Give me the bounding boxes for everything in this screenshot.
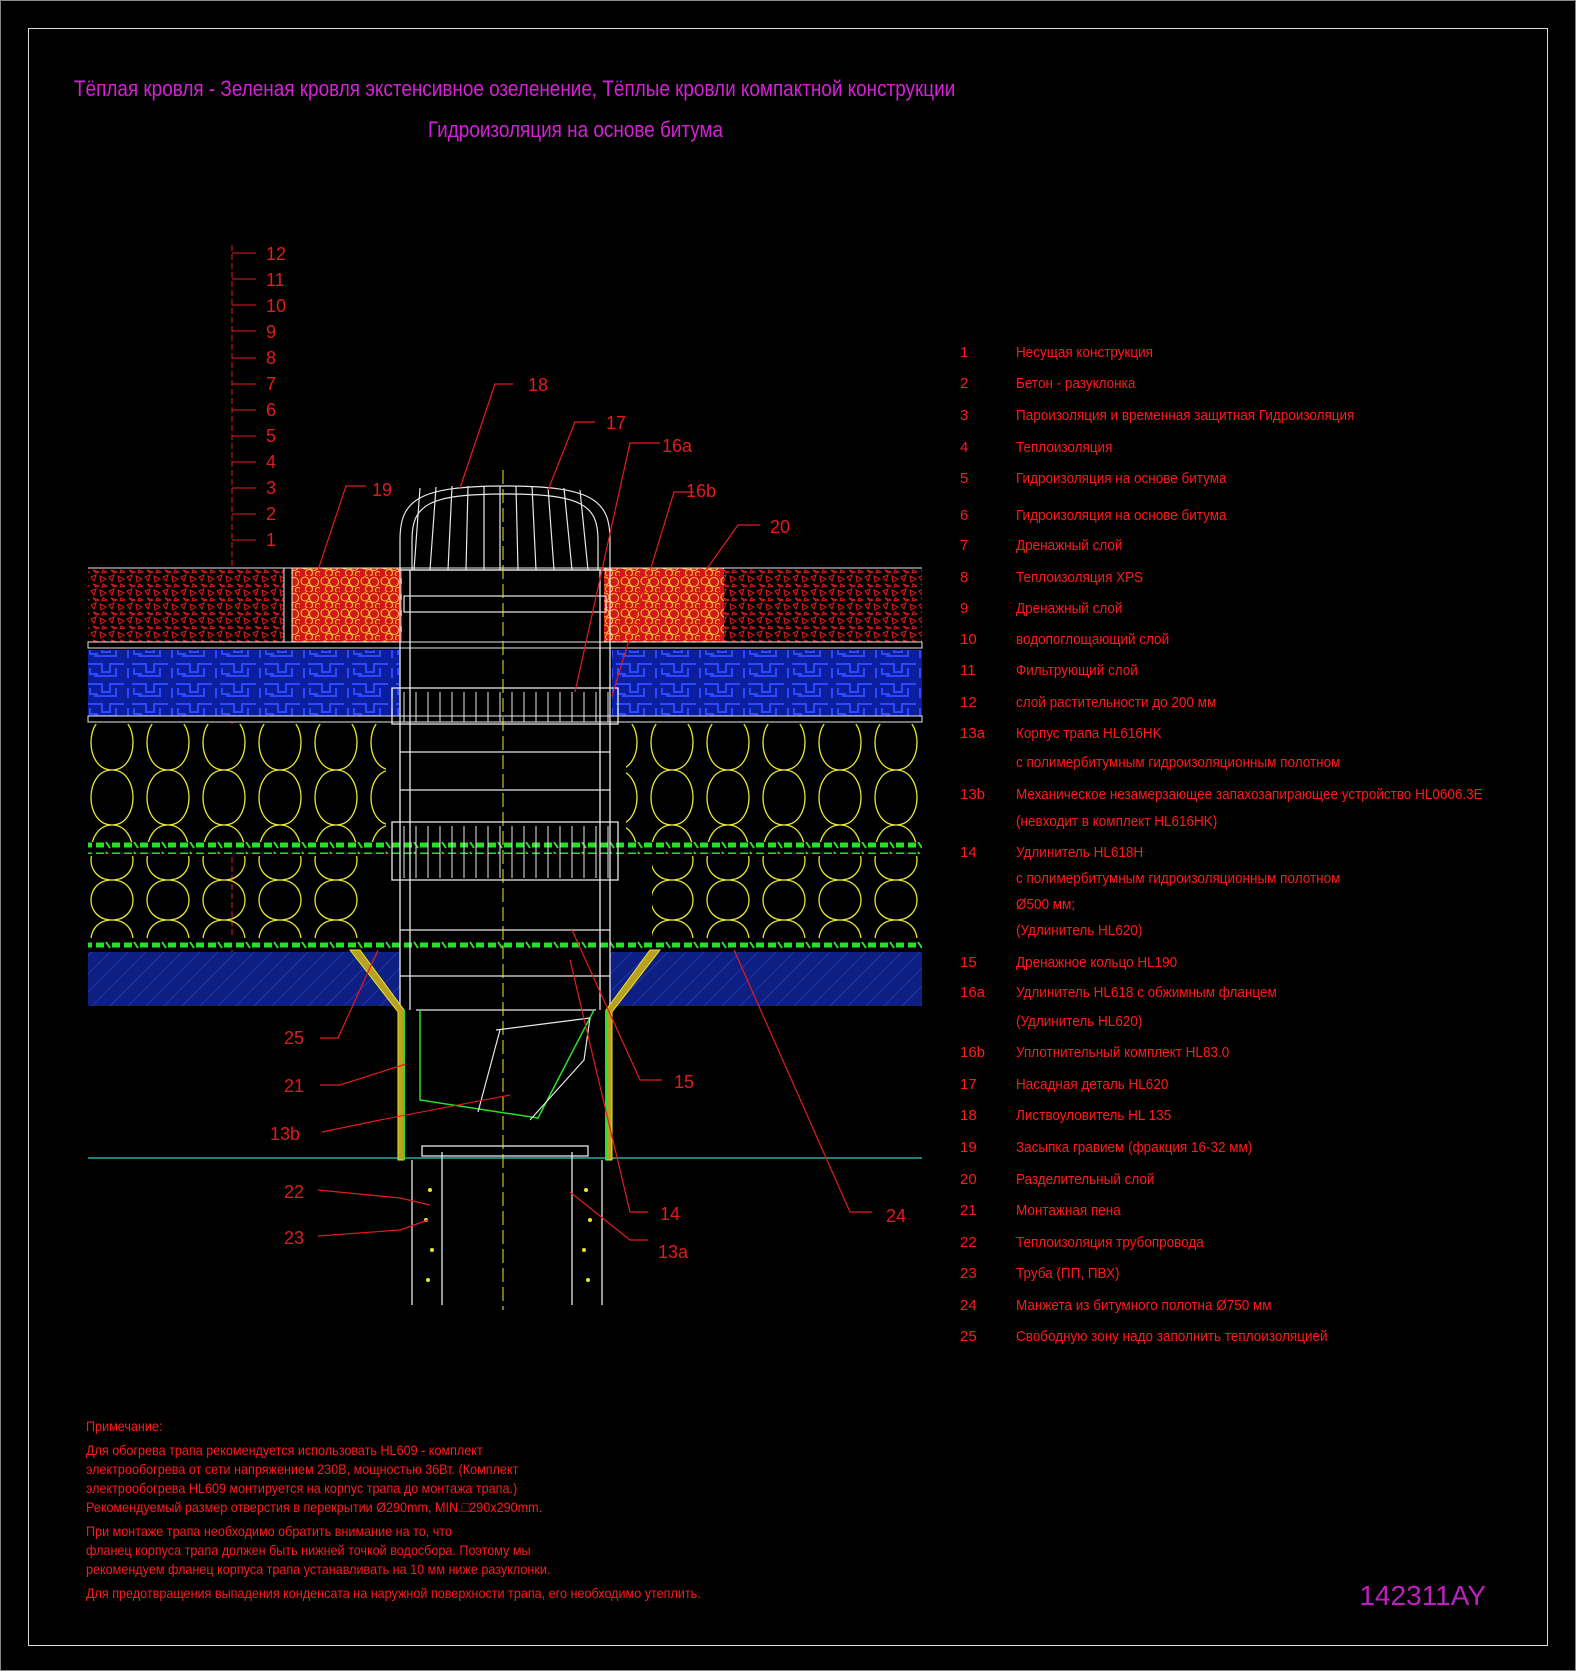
xps-insulation-right — [612, 650, 922, 716]
drawing-title-line2: Гидроизоляция на основе битума — [428, 117, 724, 142]
callout-17: 17 — [606, 413, 626, 433]
layer-scale-10: 10 — [266, 296, 286, 316]
note-line: рекомендуем фланец корпуса трапа устанав… — [86, 1561, 551, 1577]
bitumen-membrane-lower — [88, 938, 922, 950]
callout-13b: 13b — [270, 1124, 300, 1144]
layer-scale-12: 12 — [266, 244, 286, 264]
note-line: электрообогрева от сети напряжением 230В… — [86, 1461, 519, 1477]
note-line: При монтаже трапа необходимо обратить вн… — [86, 1523, 452, 1539]
note-line: Рекомендуемый размер отверстия в перекры… — [86, 1499, 543, 1515]
callout-19: 19 — [372, 480, 392, 500]
callout-24: 24 — [886, 1206, 906, 1226]
thermal-insulation-lower-right — [652, 856, 922, 938]
inner-frame — [28, 28, 1548, 1646]
layer-scale-9: 9 — [266, 322, 276, 342]
callout-14: 14 — [660, 1204, 680, 1224]
callout-23: 23 — [284, 1228, 304, 1248]
note-line: Для обогрева трапа рекомендуется использ… — [86, 1442, 483, 1458]
layer-scale-7: 7 — [266, 374, 276, 394]
bitumen-membrane-upper — [88, 842, 922, 854]
odour-trap — [419, 1009, 595, 1119]
callout-16a: 16a — [662, 436, 693, 456]
load-bearing-concrete-right — [610, 952, 922, 1006]
callout-21: 21 — [284, 1076, 304, 1096]
notes-heading: Примечание: — [86, 1418, 163, 1434]
thermal-insulation-lower-left — [88, 856, 360, 938]
layer-scale-1: 1 — [266, 530, 276, 550]
note-line: электрообогрева HL609 монтируется на кор… — [86, 1480, 518, 1496]
layer-scale-8: 8 — [266, 348, 276, 368]
callout-18: 18 — [528, 375, 548, 395]
callout-22: 22 — [284, 1182, 304, 1202]
drawing-code: 142311AY — [1359, 1580, 1486, 1611]
callout-16b: 16b — [686, 481, 716, 501]
gravel-backfill-right — [604, 568, 724, 646]
callout-20: 20 — [770, 517, 790, 537]
layer-scale-ticks — [232, 252, 256, 541]
layer-scale-6: 6 — [266, 400, 276, 420]
notes-block: Примечание: Для обогрева трапа рекоменду… — [86, 1418, 769, 1601]
drawing-title-line1: Тёплая кровля - Зеленая кровля экстенсив… — [74, 76, 956, 101]
layer-scale-5: 5 — [266, 426, 276, 446]
leaf-guard-dome — [398, 485, 612, 613]
load-bearing-concrete-left — [88, 952, 400, 1006]
layer-scale-2: 2 — [266, 504, 276, 524]
callout-15: 15 — [674, 1072, 694, 1092]
note-line: Для предотвращения выпадения конденсата … — [86, 1585, 701, 1601]
vegetation-layer-right — [724, 568, 922, 642]
vegetation-layer — [88, 568, 284, 642]
layer-scale-3: 3 — [266, 478, 276, 498]
xps-insulation-left — [88, 650, 400, 716]
layer-scale-11: 11 — [266, 270, 285, 290]
callout-25: 25 — [284, 1028, 304, 1048]
layer-scale-4: 4 — [266, 452, 276, 472]
note-line: фланец корпуса трапа должен быть нижней … — [86, 1542, 531, 1558]
callout-13a: 13a — [658, 1242, 689, 1262]
gravel-backfill-left — [292, 568, 402, 646]
